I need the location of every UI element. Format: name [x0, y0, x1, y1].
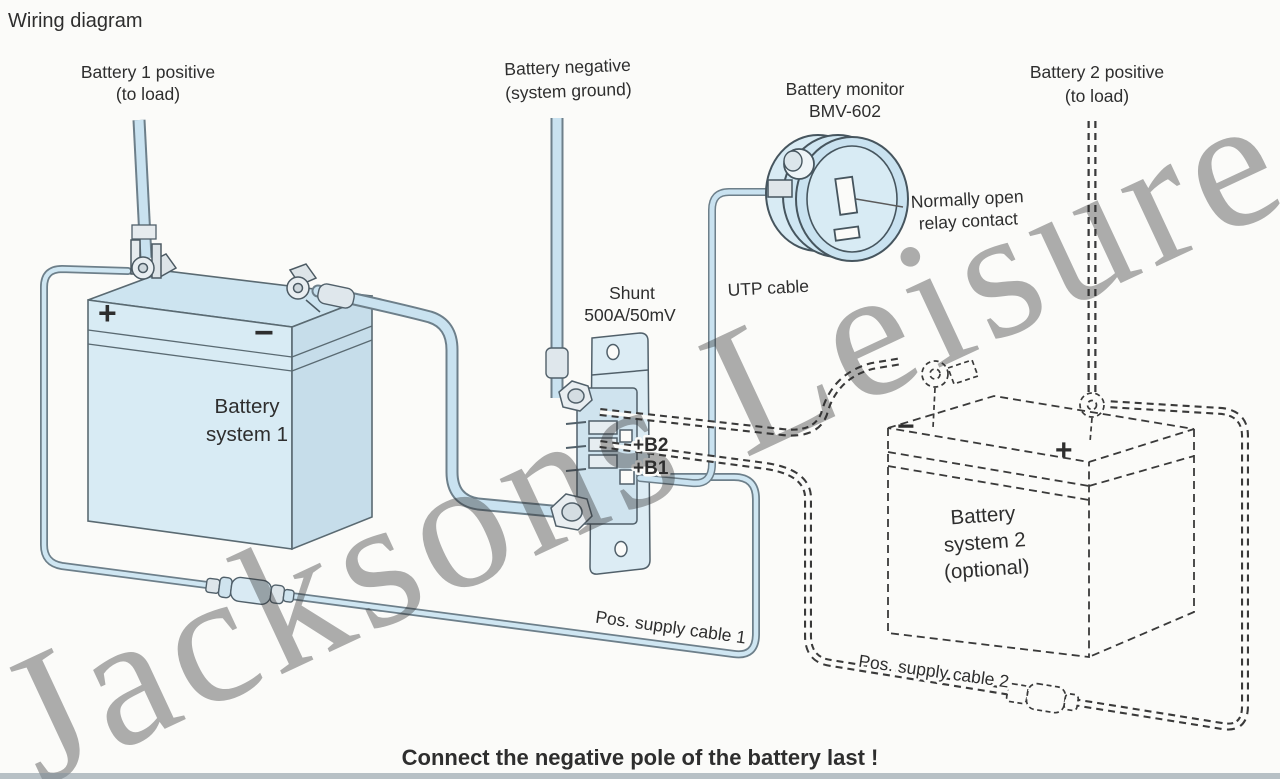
battery1-positive-label-1: Battery 1 positive — [81, 62, 215, 82]
battery1-negative-clamp — [286, 263, 321, 313]
battery-monitor-label-2: BMV-602 — [809, 101, 881, 121]
battery-system-2-box — [887, 395, 1195, 659]
battery-system1-label-2: system 1 — [206, 423, 288, 446]
pos-supply-cable-1 — [40, 265, 760, 659]
battery1-positive-clamp — [130, 239, 178, 280]
relay-contact-opening — [834, 175, 859, 216]
battery1-plus-symbol: + — [98, 295, 117, 331]
battery2-negative-clamp — [921, 358, 980, 429]
utp-cable — [636, 188, 790, 488]
battery-monitor-bmv602 — [765, 134, 909, 262]
battery1-minus-symbol: − — [254, 314, 274, 352]
battery2-positive-label-1: Battery 2 positive — [1030, 62, 1164, 82]
fuse-cable-2 — [1005, 682, 1080, 714]
battery2-plus-symbol: + — [1055, 434, 1073, 467]
scan-edge-strip — [0, 773, 1280, 779]
battery-system2-label-2: system 2 — [943, 528, 1026, 557]
battery-monitor-label-1: Battery monitor — [786, 79, 905, 99]
shunt-device — [550, 332, 651, 575]
battery-system1-label-1: Battery — [215, 395, 281, 418]
battery2-negative-cable — [599, 357, 903, 437]
battery-system2-label-3: (optional) — [943, 555, 1030, 584]
battery2-positive-label-2: (to load) — [1065, 86, 1129, 106]
battery2-positive-clamp — [1079, 392, 1105, 443]
system-ground-cable — [545, 118, 569, 398]
terminal-b1-label: +B1 — [633, 458, 669, 479]
relay-leader-line — [855, 198, 904, 208]
battery-negative-label-1: Battery negative — [504, 55, 631, 79]
shunt-label-1: Shunt — [609, 283, 655, 303]
battery1-positive-label-2: (to load) — [116, 84, 180, 104]
page-title: Wiring diagram — [8, 10, 142, 32]
terminal-b2-label: +B2 — [633, 435, 668, 456]
battery-system2-label-1: Battery — [950, 502, 1017, 530]
battery1-positive-cable — [131, 119, 157, 259]
utp-plug — [767, 179, 793, 198]
battery2-minus-symbol: − — [897, 410, 915, 443]
fuse-cable-1 — [205, 576, 295, 605]
negative-cable-ferrule — [317, 283, 355, 309]
shunt-label-2: 500A/50mV — [584, 305, 676, 325]
footer-warning: Connect the negative pole of the battery… — [402, 745, 879, 770]
pos-supply-cable2-label: Pos. supply cable 2 — [857, 651, 1010, 692]
battery-system-1-box — [87, 270, 373, 551]
battery1-negative-cable — [311, 284, 569, 519]
battery-negative-label-2: (system ground) — [505, 79, 632, 103]
